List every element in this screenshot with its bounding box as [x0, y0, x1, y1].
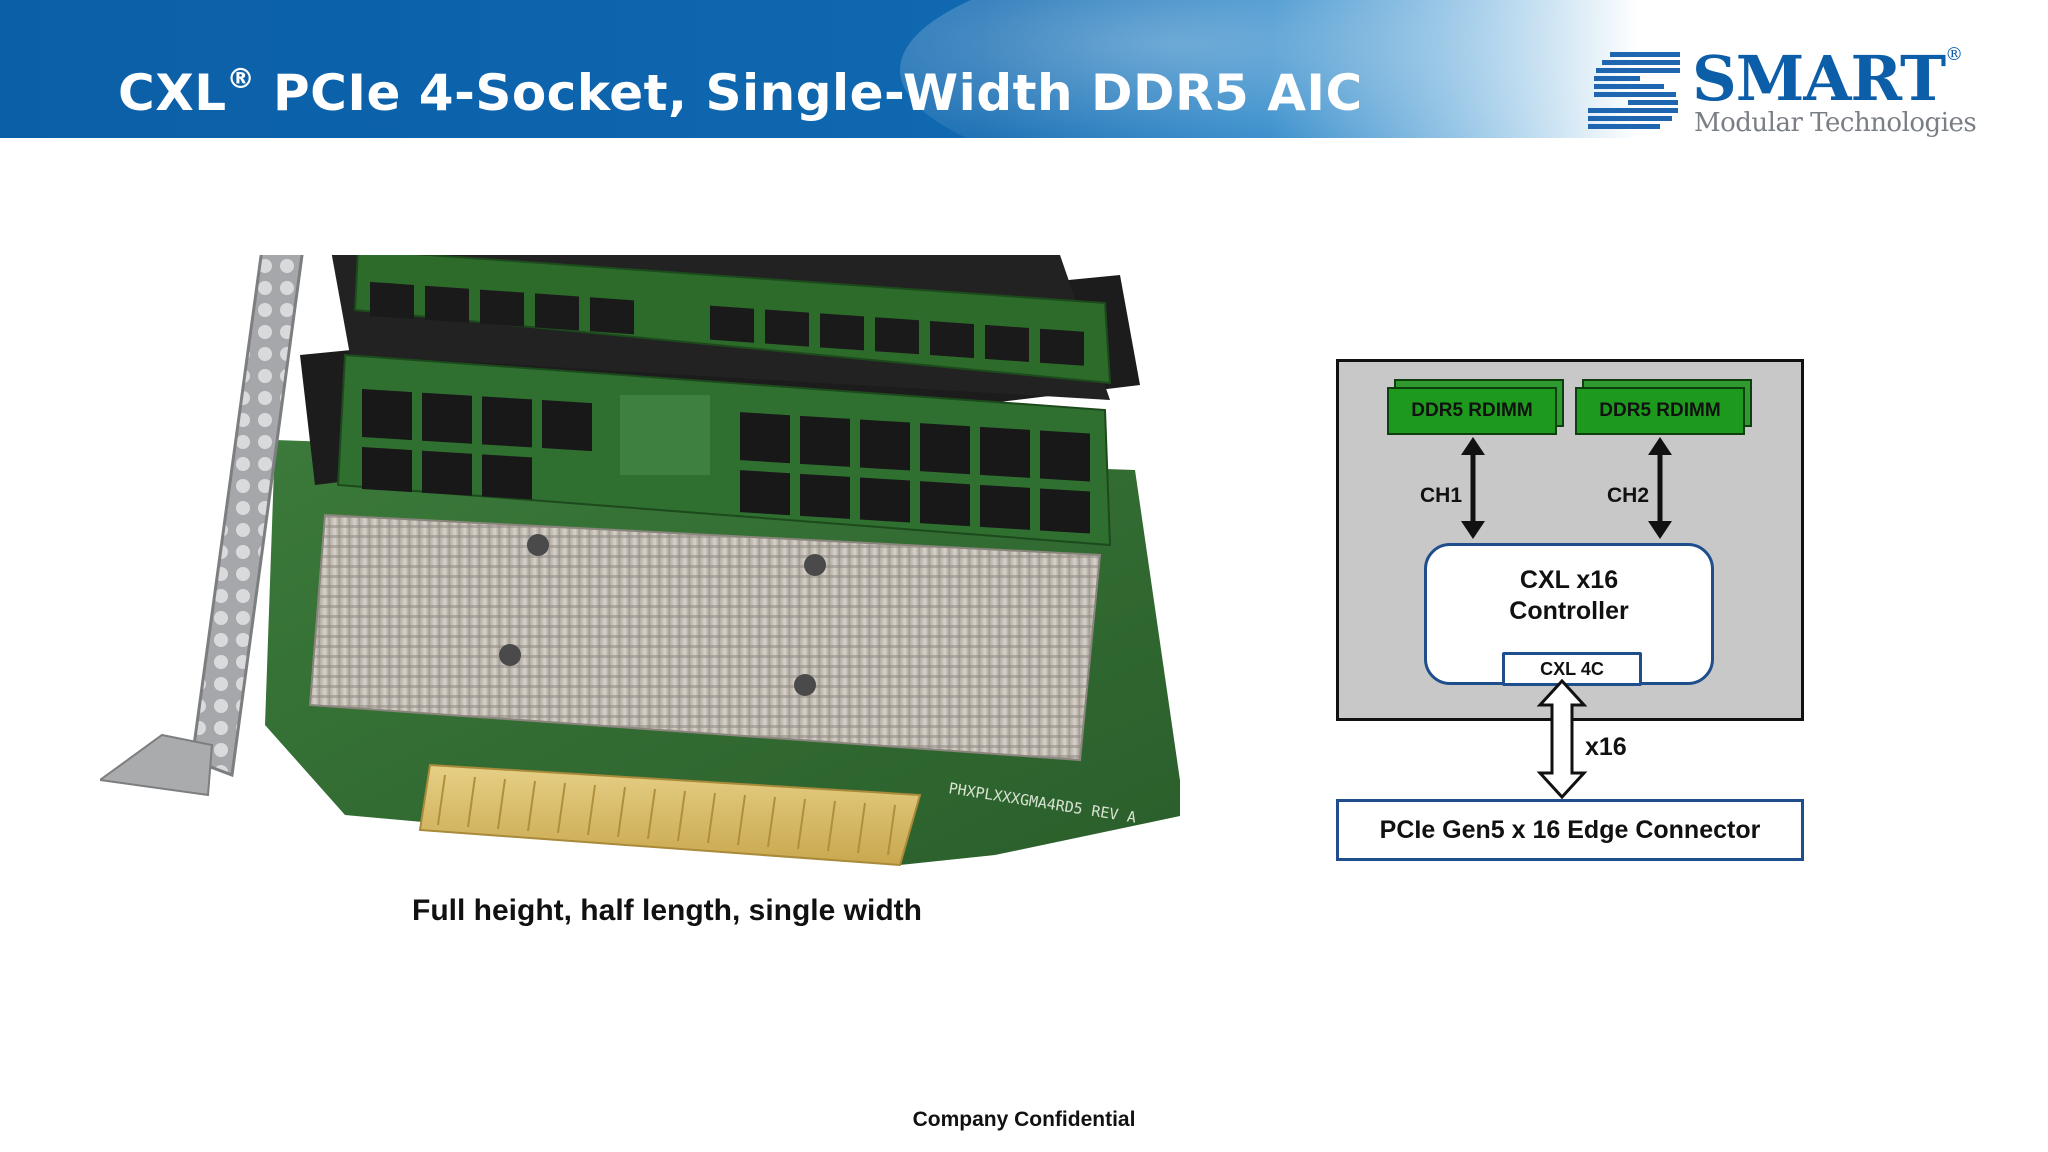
logo-wordmark: SMART® — [1692, 42, 1963, 115]
card-outline: DDR5 RDIMM DDR5 RDIMM CH1 CH2 CXL x16 Co… — [1336, 359, 1804, 721]
front-dimm-chips — [362, 389, 1090, 534]
dimm-right: DDR5 RDIMM — [1575, 387, 1745, 435]
product-photo: PHXPLXXXGMA4RD5 REV A — [100, 255, 1180, 867]
controller-subtitle: Controller — [1509, 597, 1629, 625]
registered-mark: ® — [226, 62, 256, 95]
cxl-controller: CXL x16 Controller CXL 4C — [1424, 543, 1714, 686]
link-width-label: x16 — [1585, 733, 1627, 761]
logo-subtitle: Modular Technologies — [1694, 108, 1977, 138]
logo-name-text: SMART — [1692, 42, 1946, 115]
company-logo: SMART® Modular Technologies — [1588, 42, 1977, 142]
cxl-port-box: CXL 4C — [1502, 652, 1642, 686]
photo-caption: Full height, half length, single width — [412, 894, 922, 927]
logo-stripes-icon — [1588, 52, 1680, 129]
channel-label-right: CH2 — [1607, 484, 1650, 507]
dimm-center-area — [620, 395, 710, 475]
rear-dimm-chips — [370, 281, 1084, 366]
dimm-left: DDR5 RDIMM — [1387, 387, 1557, 435]
channel-label-left: CH1 — [1420, 484, 1463, 507]
edge-connector-box: PCIe Gen5 x 16 Edge Connector — [1336, 799, 1804, 861]
ch2-arrow-icon — [1648, 437, 1672, 539]
diagram-arrows — [1461, 437, 1672, 800]
heatsink — [308, 513, 1102, 762]
x16-link-arrow-icon — [1536, 678, 1588, 800]
mounting-bracket — [190, 255, 304, 778]
gold-edge-connector — [418, 763, 922, 867]
title-text-rest: PCIe 4-Socket, Single-Width DDR5 AIC — [255, 64, 1363, 122]
bracket-foot — [100, 733, 214, 797]
logo-registered-mark: ® — [1945, 44, 1963, 65]
controller-title: CXL x16 — [1519, 566, 1619, 594]
slide-title: CXL® PCIe 4-Socket, Single-Width DDR5 AI… — [118, 62, 1363, 122]
title-text: CXL — [118, 64, 227, 122]
block-diagram: DDR5 RDIMM DDR5 RDIMM CH1 CH2 CXL x16 Co… — [1330, 355, 1810, 875]
heatsink-screws — [499, 534, 826, 696]
footer-confidential: Company Confidential — [912, 1108, 1136, 1131]
ch1-arrow-icon — [1461, 437, 1485, 539]
edge-connector-pins — [437, 774, 896, 856]
